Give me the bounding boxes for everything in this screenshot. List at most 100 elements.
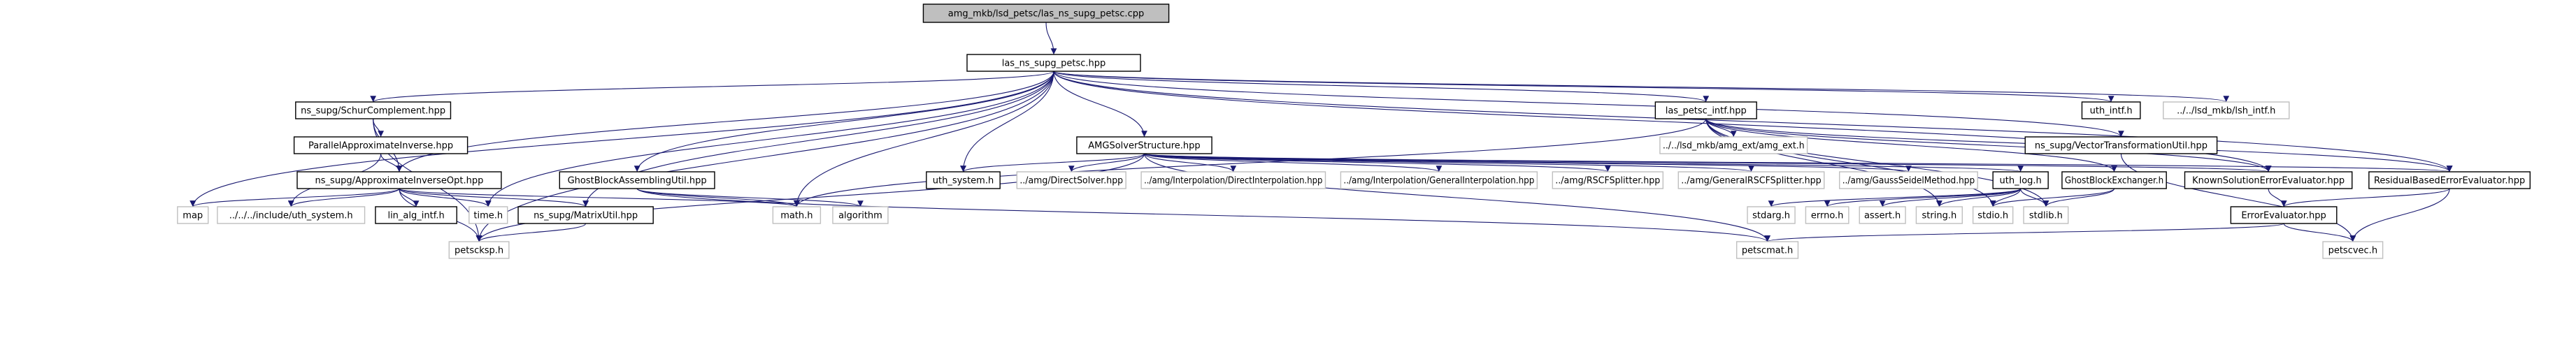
node-stdlib-box [2023, 206, 2069, 224]
node-amgss[interactable]: AMGSolverStructure.hpp [1076, 136, 1212, 154]
edge-gbe-to-stdlib [2042, 188, 2115, 207]
node-assert-label: assert.h [1864, 211, 1901, 221]
node-petscmat: petscmat.h [1736, 241, 1799, 259]
node-rsfs: ../amg/RSCFSplitter.hpp [1552, 171, 1664, 189]
node-petscksp-label: petscksp.h [455, 246, 503, 256]
node-map: map [177, 206, 209, 224]
edge-amgss-to-di [1143, 153, 1237, 173]
node-gbe[interactable]: GhostBlockExchanger.h [2061, 171, 2167, 189]
node-rsfs-label: ../amg/RSCFSplitter.hpp [1555, 176, 1660, 186]
node-root-label: amg_mkb/lsd_petsc/las_ns_supg_petsc.cpp [948, 9, 1144, 20]
node-gbe-box [2061, 171, 2167, 189]
node-rbe-label: ResidualBasedErrorEvaluator.hpp [2374, 176, 2525, 186]
node-ds-label: ../amg/DirectSolver.hpp [1019, 176, 1123, 186]
edge-amgss-to-uthlog [1143, 153, 2024, 173]
edge-aio-to-map [189, 188, 400, 207]
node-grsfs: ../amg/GeneralRSCFSplitter.hpp [1677, 171, 1825, 189]
node-gi: ../amg/Interpolation/GeneralInterpolatio… [1340, 171, 1538, 189]
node-ee[interactable]: ErrorEvaluator.hpp [2230, 206, 2338, 224]
node-stdlib-label: stdlib.h [2029, 211, 2063, 221]
node-math-label: math.h [780, 211, 813, 221]
edge-pai-to-aio [380, 153, 403, 173]
edge-uthlog-to-string [1936, 188, 2022, 207]
node-linalg-box [375, 206, 457, 224]
node-amgext-label: ../../lsd_mkb/amg_ext/amg_ext.h [1663, 141, 1805, 152]
node-di-box [1140, 171, 1326, 189]
node-math-box [772, 206, 822, 224]
edge-aio-to-math [399, 188, 800, 207]
edge-vtu-to-petscvec [2120, 153, 2356, 242]
edge-root-to-lnsp [1045, 22, 1057, 55]
node-errno-box [1805, 206, 1849, 224]
node-lshintf-box [2163, 101, 2290, 119]
node-algo: algorithm [832, 206, 889, 224]
node-string: string.h [1915, 206, 1963, 224]
node-pai-box [293, 136, 468, 154]
node-mutil-label: ns_supg/MatrixUtil.hpp [534, 211, 638, 221]
node-lpi[interactable]: las_petsc_intf.hpp [1654, 101, 1757, 119]
node-gbau[interactable]: GhostBlockAssemblingUtil.hpp [559, 171, 715, 189]
node-petscmat-label: petscmat.h [1742, 246, 1793, 256]
node-di-label: ../amg/Interpolation/DirectInterpolation… [1144, 176, 1322, 186]
node-amgss-label: AMGSolverStructure.hpp [1088, 141, 1200, 152]
node-stdio-label: stdio.h [1977, 211, 2008, 221]
node-petscmat-box [1736, 241, 1799, 259]
node-pai[interactable]: ParallelApproximateInverse.hpp [293, 136, 468, 154]
node-linalg[interactable]: lin_alg_intf.h [375, 206, 457, 224]
node-petscksp: petscksp.h [448, 241, 510, 259]
node-schur[interactable]: ns_supg/SchurComplement.hpp [295, 101, 452, 119]
node-mutil[interactable]: ns_supg/MatrixUtil.hpp [517, 206, 654, 224]
node-gsm: ../amg/GaussSeidelMethod.hpp [1838, 171, 1978, 189]
node-petscvec-label: petscvec.h [2328, 246, 2377, 256]
node-lnsp-box [966, 54, 1141, 72]
node-ds: ../amg/DirectSolver.hpp [1016, 171, 1126, 189]
node-linalg-label: lin_alg_intf.h [387, 211, 444, 221]
edge-lnsp-to-schur [370, 71, 1054, 103]
edge-lnsp-to-time [485, 71, 1054, 207]
edge-ee-to-petscvec [2283, 223, 2356, 242]
node-rbe[interactable]: ResidualBasedErrorEvaluator.hpp [2368, 171, 2531, 189]
node-uthlog[interactable]: uth_log.h [1992, 171, 2049, 189]
node-map-label: map [183, 211, 203, 221]
node-assert-box [1859, 206, 1906, 224]
node-lnsp[interactable]: las_ns_supg_petsc.hpp [966, 54, 1141, 72]
node-vtu-box [2024, 136, 2218, 154]
node-grsfs-label: ../amg/GeneralRSCFSplitter.hpp [1681, 176, 1821, 186]
edge-gbau-to-algo [636, 188, 864, 207]
node-stdarg-box [1747, 206, 1796, 224]
edge-lpi-to-gbe [1705, 118, 2117, 173]
node-uthsys-box [926, 171, 1001, 189]
node-uthlog-label: uth_log.h [2000, 176, 2042, 186]
node-ds-box [1016, 171, 1126, 189]
edge-lnsp-to-lpi [1053, 71, 1709, 103]
node-root[interactable]: amg_mkb/lsd_petsc/las_ns_supg_petsc.cpp [922, 3, 1170, 23]
node-aio[interactable]: ns_supg/ApproximateInverseOpt.hpp [296, 171, 502, 189]
node-uthintf[interactable]: uth_intf.h [2081, 101, 2141, 119]
edge-amgss-to-petscksp [475, 153, 1145, 242]
node-stdlib: stdlib.h [2023, 206, 2069, 224]
node-kse-label: KnownSolutionErrorEvaluator.hpp [2192, 176, 2345, 186]
node-amgss-box [1076, 136, 1212, 154]
edge-amgss-to-rsfs [1143, 153, 1611, 173]
edge-amgss-to-petscmat [1143, 153, 1770, 242]
node-lshintf-label: ../../lsd_mkb/lsh_intf.h [2177, 106, 2275, 117]
node-uthsys[interactable]: uth_system.h [926, 171, 1001, 189]
edge-amgss-to-grsfs [1143, 153, 1754, 173]
edge-lnsp-to-lshintf [1053, 71, 2229, 103]
node-vtu[interactable]: ns_supg/VectorTransformationUtil.hpp [2024, 136, 2218, 154]
edge-lnsp-to-math [794, 71, 1054, 207]
node-incuth-label: ../../../include/uth_system.h [229, 211, 353, 221]
edge-lnsp-to-rbe [1053, 71, 2453, 173]
node-errno-label: errno.h [1811, 211, 1844, 221]
edge-lpi-to-stdlib [1705, 118, 2049, 207]
node-time-box [468, 206, 508, 224]
node-petscvec: petscvec.h [2322, 241, 2384, 259]
node-kse[interactable]: KnownSolutionErrorEvaluator.hpp [2184, 171, 2353, 189]
node-schur-box [295, 101, 452, 119]
nodes-layer: amg_mkb/lsd_petsc/las_ns_supg_petsc.cppl… [177, 3, 2531, 259]
node-amgext-box [1659, 136, 1808, 154]
edges-layer [189, 22, 2453, 242]
node-rsfs-box [1552, 171, 1664, 189]
node-stdio-box [1972, 206, 2014, 224]
